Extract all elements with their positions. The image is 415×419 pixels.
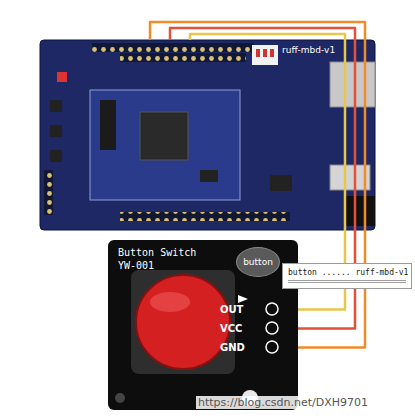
pin-label: VCC	[216, 319, 298, 338]
node-text: VCC	[220, 323, 242, 334]
note-box: button ...... ruff-mbd-v1	[282, 263, 412, 289]
node-text: button	[243, 257, 273, 267]
button-module: Button Switch YW-001 buttonOUT VCC GND	[108, 240, 298, 410]
node-text: GND	[220, 342, 245, 353]
node-text: OUT	[220, 304, 243, 315]
node-text: ruff-mbd-v1	[282, 45, 335, 55]
pin-label: GND	[216, 338, 298, 357]
node-text: button ...... ruff-mbd-v1	[288, 268, 406, 283]
module-tag: button	[236, 247, 280, 277]
jumper-wire	[150, 22, 365, 348]
watermark: https://blog.csdn.net/DXH9701	[196, 396, 370, 409]
pin-label: OUT	[216, 300, 298, 319]
dev-board: ruff-mbd-v1	[40, 40, 375, 230]
node-text: Button Switch YW-001	[118, 247, 202, 272]
